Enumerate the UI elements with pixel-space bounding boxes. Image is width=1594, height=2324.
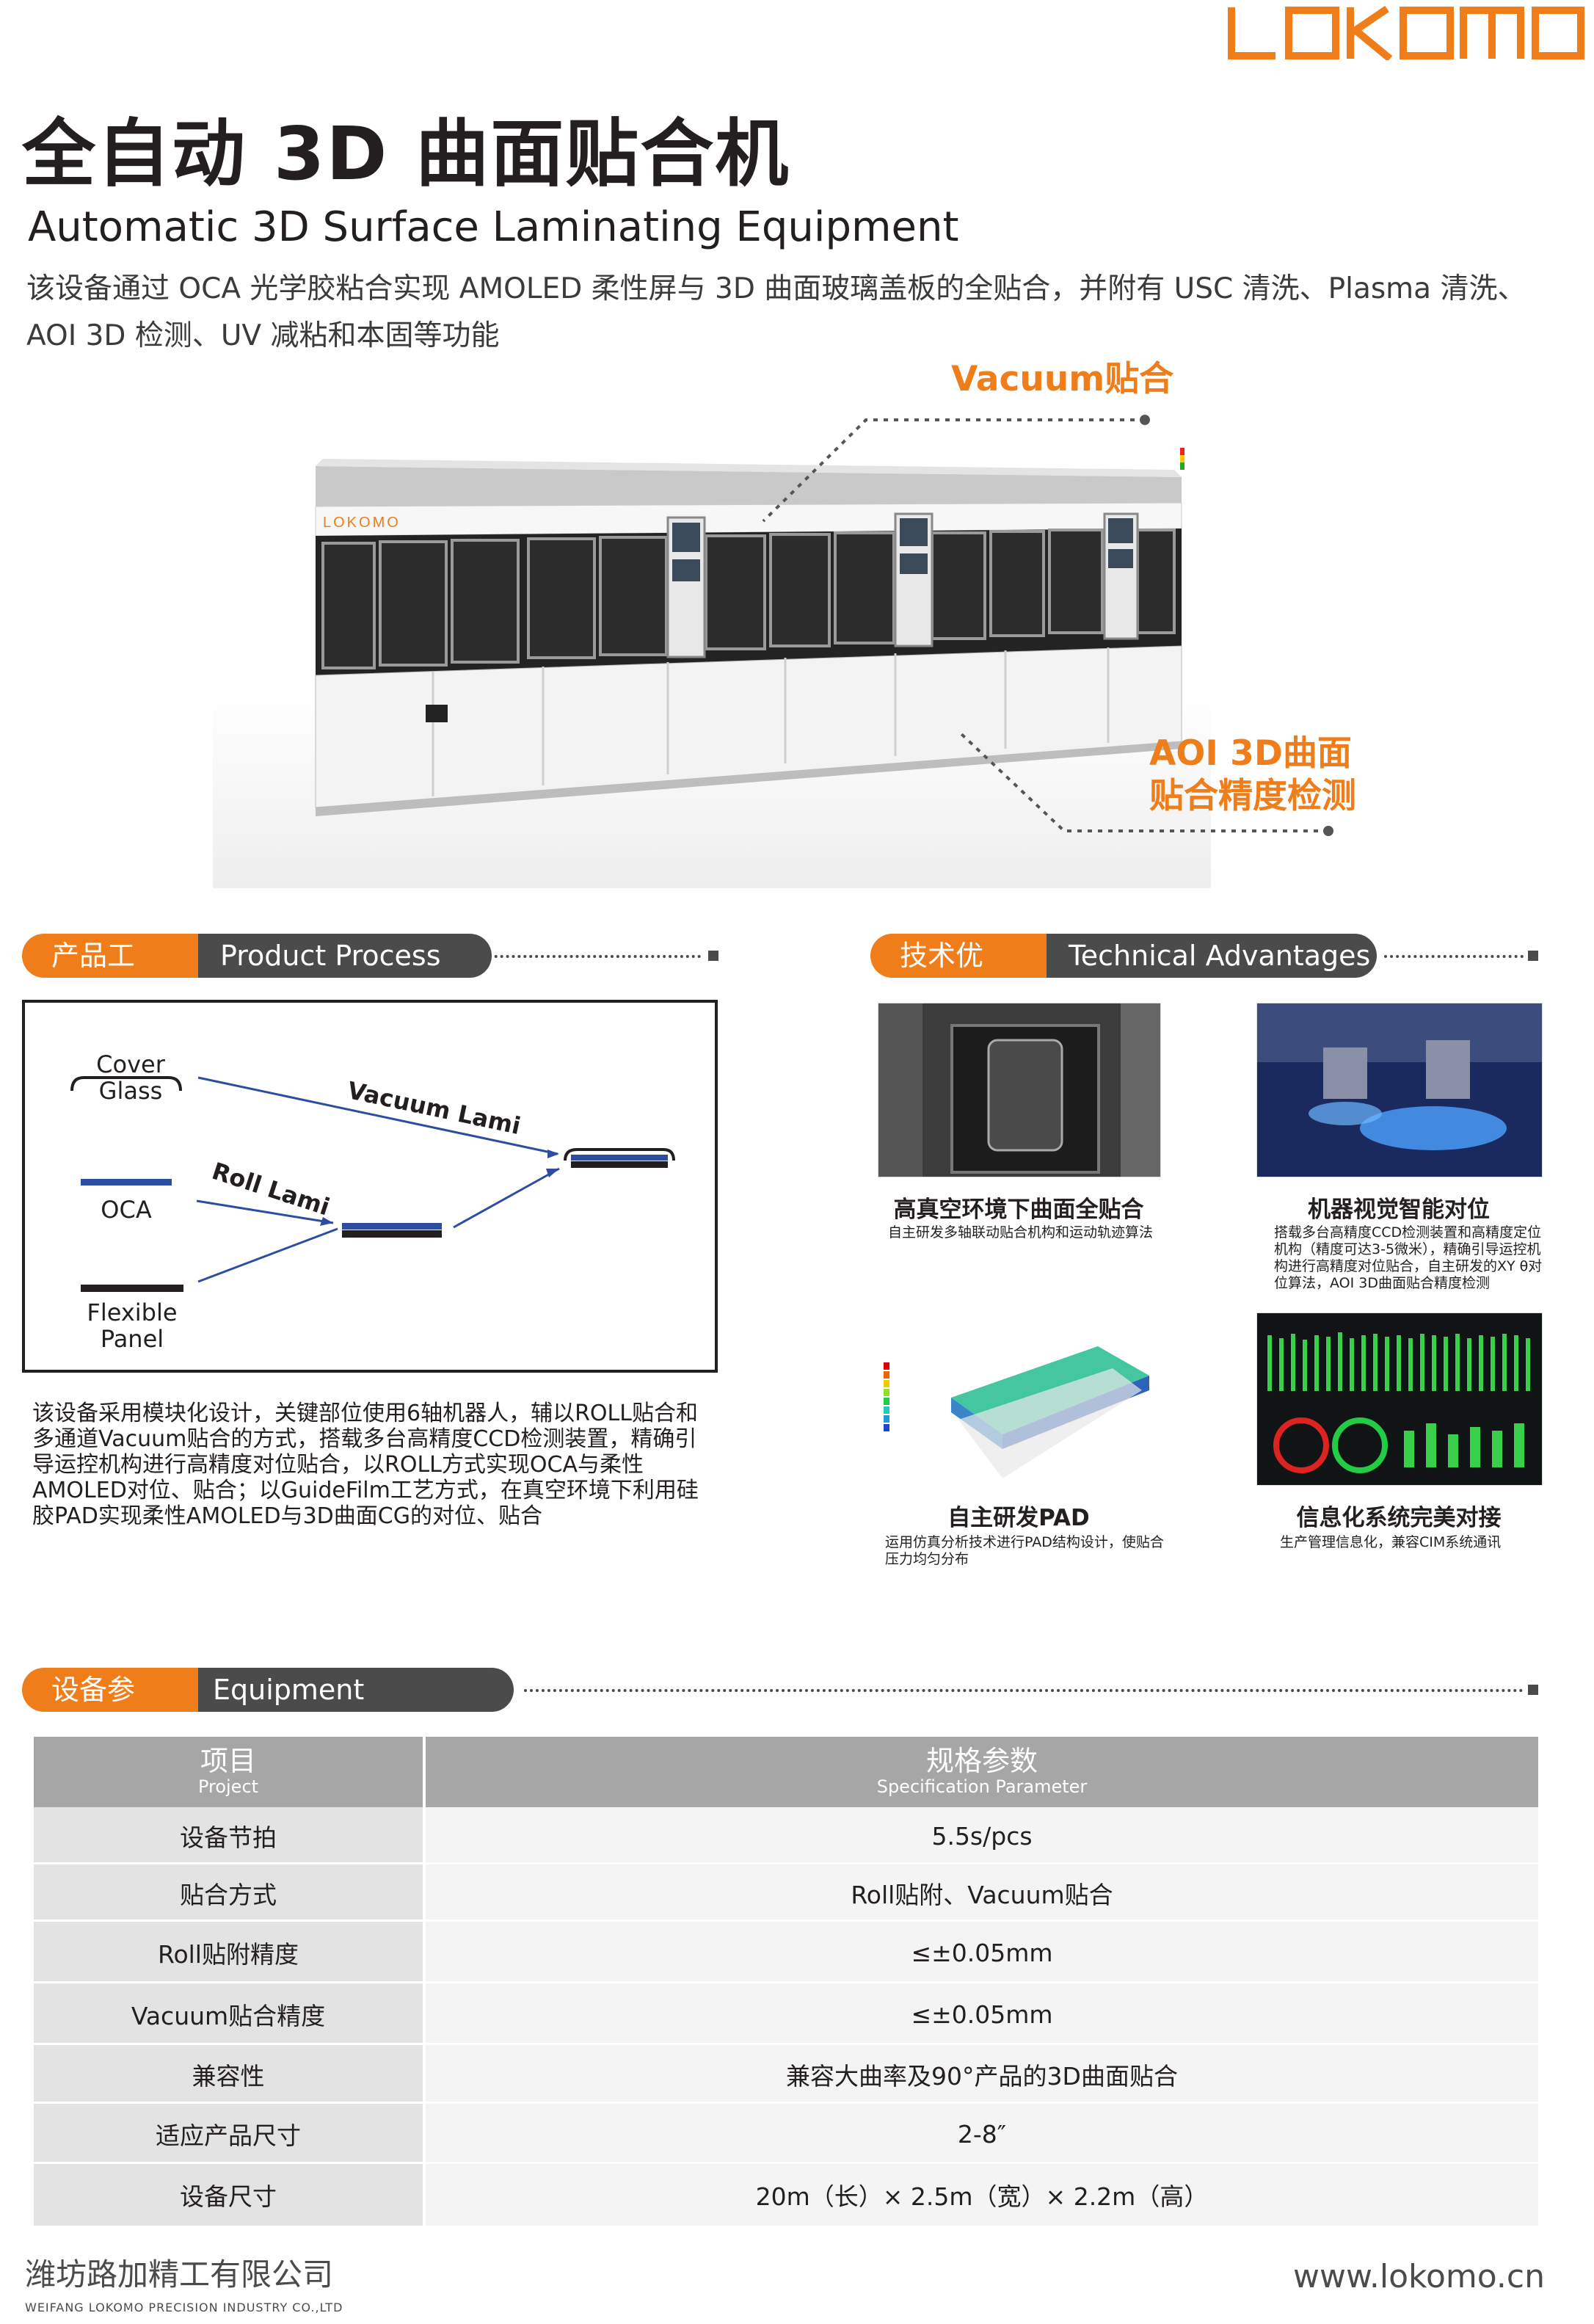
footer-company-cn: 潍坊路加精工有限公司	[25, 2256, 334, 2292]
svg-text:LOKOMO: LOKOMO	[323, 515, 401, 531]
advantage-desc-4: 生产管理信息化，兼容CIM系统通讯	[1280, 1534, 1502, 1550]
row-key: Vacuum贴合精度	[34, 1983, 423, 2045]
advantage-title-2: 机器视觉智能对位	[1308, 1197, 1490, 1223]
section-divider-end	[708, 951, 718, 961]
advantage-title-3: 自主研发PAD	[947, 1505, 1090, 1531]
col-header-project: 项目 Project	[197, 1745, 259, 1797]
row-value: 5.5s/pcs	[426, 1807, 1538, 1864]
advantage-photo-dashboard	[1256, 1312, 1543, 1486]
row-value: 2-8″	[426, 2104, 1538, 2164]
section-product-process-header: 产品工艺 Product Process	[22, 934, 719, 1016]
label-flexible: Flexible	[87, 1299, 178, 1326]
section-equipment-parameters-header: 设备参数 Equipment Parameters	[22, 1668, 1538, 1750]
process-description: 该设备采用模块化设计，关键部位使用6轴机器人，辅以ROLL贴合和多通道Vacuu…	[32, 1401, 699, 1529]
row-key: 设备尺寸	[34, 2164, 423, 2226]
table-row: 贴合方式 Roll贴附、Vacuum贴合	[34, 1864, 1538, 1922]
process-arrows	[70, 1076, 675, 1292]
row-key: 设备节拍	[34, 1807, 423, 1864]
process-diagram: Cover Glass OCA Flexible Panel Roll Lami…	[22, 1000, 718, 1373]
table-row: 设备尺寸 20m（长）× 2.5m（宽）× 2.2m（高）	[34, 2164, 1538, 2226]
footer-website-link[interactable]: www.lokomo.cn	[1293, 2258, 1545, 2295]
section-en-label: Product Process	[198, 934, 492, 978]
col-separator	[423, 1737, 426, 1807]
advantage-desc-3: 运用仿真分析技术进行PAD结构设计，使贴合压力均匀分布	[885, 1534, 1164, 1567]
table-row: 兼容性 兼容大曲率及90°产品的3D曲面贴合	[34, 2045, 1538, 2104]
machine-illustration: LOKOMO	[213, 448, 1211, 888]
page-title: 全自动 3D 曲面贴合机	[22, 111, 790, 197]
label-cover-glass: Cover Glass	[96, 1050, 165, 1105]
callout-aoi-line1: AOI 3D曲面	[1149, 733, 1352, 774]
section-divider	[524, 1689, 1524, 1692]
page-subtitle: Automatic 3D Surface Laminating Equipmen…	[28, 203, 959, 251]
table-row: Vacuum贴合精度 ≤±0.05mm	[34, 1983, 1538, 2045]
section-divider-end	[1528, 1685, 1538, 1695]
row-value: 兼容大曲率及90°产品的3D曲面贴合	[426, 2045, 1538, 2104]
section-cn-label: 产品工艺	[22, 934, 198, 1016]
table-header: 项目 Project 规格参数 Specification Parameter	[34, 1737, 1538, 1807]
advantage-desc-1: 自主研发多轴联动贴合机构和运动轨迹算法	[888, 1224, 1154, 1241]
intro-text: 该设备通过 OCA 光学胶粘合实现 AMOLED 柔性屏与 3D 曲面玻璃盖板的…	[26, 272, 1526, 352]
table-row: 设备节拍 5.5s/pcs	[34, 1807, 1538, 1864]
callout-leaders	[762, 415, 1333, 836]
section-divider	[1384, 955, 1524, 958]
advantage-photo-vision	[1256, 1003, 1543, 1177]
row-key: 兼容性	[34, 2045, 423, 2104]
table-row: Roll贴附精度 ≤±0.05mm	[34, 1922, 1538, 1983]
col-header-spec: 规格参数 Specification Parameter	[876, 1745, 1088, 1797]
section-tech-advantages-header: 技术优势 Technical Advantages	[870, 934, 1538, 1016]
section-cn-label: 设备参数	[22, 1668, 198, 1750]
section-divider	[477, 955, 701, 958]
row-value: 20m（长）× 2.5m（宽）× 2.2m（高）	[426, 2164, 1538, 2226]
section-divider-end	[1528, 951, 1538, 961]
row-key: Roll贴附精度	[34, 1922, 423, 1983]
section-cn-label: 技术优势	[870, 934, 1047, 1016]
row-value: Roll贴附、Vacuum贴合	[426, 1864, 1538, 1922]
footer-company-en: WEIFANG LOKOMO PRECISION INDUSTRY CO.,LT…	[25, 2301, 343, 2314]
row-key: 适应产品尺寸	[34, 2104, 423, 2164]
row-key: 贴合方式	[34, 1864, 423, 1922]
row-value: ≤±0.05mm	[426, 1922, 1538, 1983]
advantage-title-4: 信息化系统完美对接	[1296, 1505, 1502, 1531]
advantage-title-1: 高真空环境下曲面全贴合	[893, 1197, 1144, 1223]
oca-layer	[81, 1179, 172, 1185]
advantage-desc-2: 搭载多台高精度CCD检测装置和高精度定位机构（精度可达3-5微米），精确引导运控…	[1274, 1224, 1543, 1291]
table-row: 适应产品尺寸 2-8″	[34, 2104, 1538, 2164]
panel-layer	[81, 1285, 183, 1292]
lokomo-logo	[1228, 6, 1584, 60]
advantage-photo-pad-simulation	[878, 1310, 1160, 1489]
advantage-photo-vacuum	[878, 1003, 1161, 1177]
label-oca: OCA	[101, 1196, 152, 1224]
section-en-label: Technical Advantages	[1047, 934, 1377, 978]
callout-aoi-line2: 贴合精度检测	[1149, 776, 1356, 816]
label-panel: Panel	[100, 1325, 164, 1353]
row-value: ≤±0.05mm	[426, 1983, 1538, 2045]
section-en-label: Equipment Parameters	[198, 1668, 514, 1750]
callout-vacuum: Vacuum贴合	[951, 359, 1174, 399]
